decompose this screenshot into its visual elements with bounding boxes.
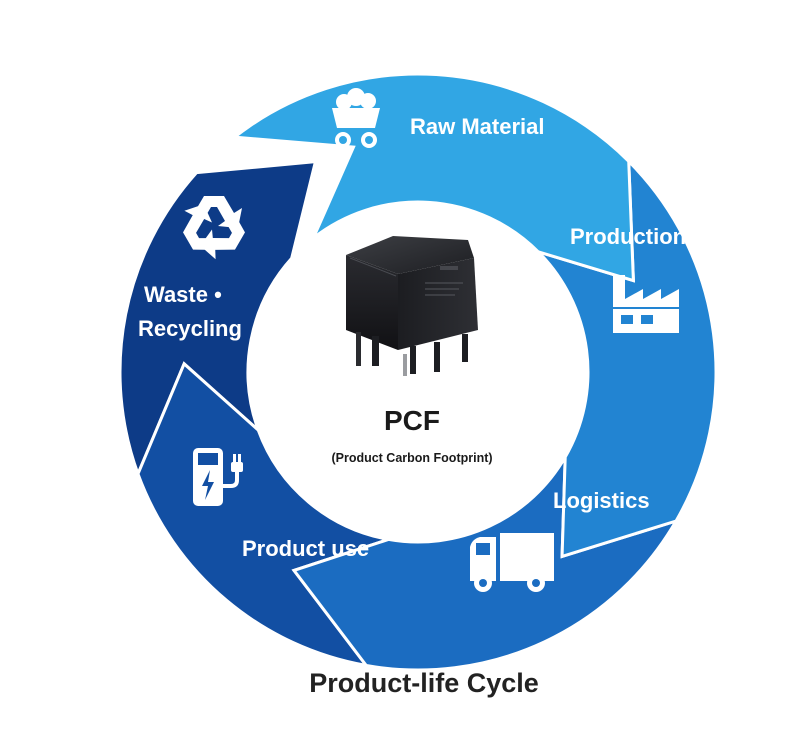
- pcf-subtitle: (Product Carbon Footprint): [331, 451, 492, 465]
- relay-component-image: [346, 236, 478, 376]
- segment-product-use: [136, 361, 389, 668]
- segment-waste-recycling: [118, 159, 318, 479]
- truck-icon: [470, 533, 554, 592]
- recycling-label: Recycling: [138, 316, 242, 341]
- waste-label: Waste •: [144, 282, 222, 307]
- cycle-caption: Product-life Cycle: [309, 668, 539, 698]
- recycle-icon: [174, 196, 250, 266]
- factory-icon: [613, 275, 679, 333]
- production-label: Production: [570, 224, 686, 249]
- mine-cart-icon: [332, 88, 380, 148]
- pcf-title: PCF: [384, 405, 440, 436]
- raw-material-label: Raw Material: [410, 114, 545, 139]
- segment-raw-material: [230, 72, 635, 283]
- ev-charger-icon: [193, 448, 243, 506]
- product-use-label: Product use: [242, 536, 369, 561]
- logistics-label: Logistics: [553, 488, 650, 513]
- life-cycle-ring: [118, 72, 718, 672]
- segment-production: [537, 157, 718, 559]
